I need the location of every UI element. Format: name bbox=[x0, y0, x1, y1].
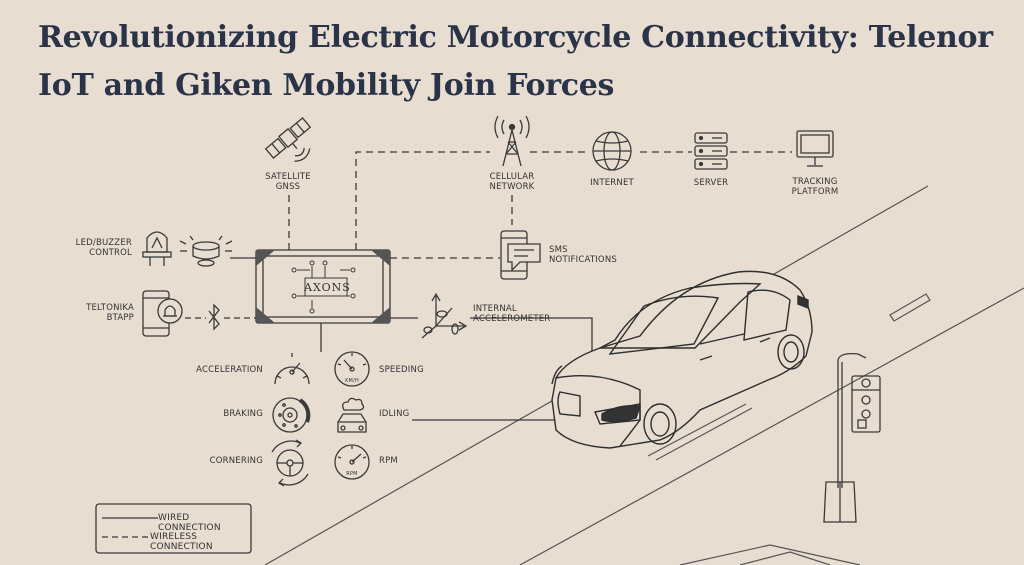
braking-label: BRAKING bbox=[223, 409, 263, 419]
bluetooth-icon bbox=[208, 303, 220, 331]
tracking-monitor-icon bbox=[796, 130, 834, 167]
legend-wired-label: WIRED CONNECTION bbox=[158, 513, 221, 533]
cellular-network-label: CELLULAR NETWORK bbox=[489, 172, 535, 192]
cornering-steering-icon bbox=[271, 439, 309, 487]
internet-globe-icon bbox=[592, 131, 632, 171]
sms-phone-icon bbox=[500, 230, 541, 280]
rpm-gauge-icon bbox=[334, 444, 370, 480]
rpm-label: RPM bbox=[379, 456, 398, 466]
braking-disc-icon bbox=[272, 397, 311, 433]
led-lamp-icon bbox=[142, 231, 172, 266]
led-buzzer-label: LED/BUZZER CONTROL bbox=[75, 238, 132, 258]
traffic-light-illustration bbox=[823, 352, 881, 523]
idling-car-icon bbox=[337, 397, 367, 433]
car-illustration bbox=[551, 270, 813, 449]
satellite-icon bbox=[264, 117, 312, 162]
server-label: SERVER bbox=[693, 178, 729, 188]
legend-wireless-label: WIRELESS CONNECTION bbox=[150, 532, 213, 552]
speeding-gauge-icon bbox=[334, 351, 370, 387]
speeding-label: SPEEDING bbox=[379, 365, 424, 375]
accelerometer-icon bbox=[421, 292, 468, 339]
cornering-label: CORNERING bbox=[209, 456, 263, 466]
idling-label: IDLING bbox=[379, 409, 410, 419]
legend bbox=[95, 503, 252, 554]
tracking-platform-label: TRACKING PLATFORM bbox=[791, 177, 839, 197]
rpm-gauge-unit: RPM bbox=[346, 471, 358, 477]
satellite-gnss-label: SATELLITE GNSS bbox=[265, 172, 311, 192]
page-title: Revolutionizing Electric Motorcycle Conn… bbox=[38, 20, 993, 103]
buzzer-icon bbox=[179, 235, 233, 267]
speeding-gauge-unit: KM/H bbox=[345, 378, 359, 384]
cellular-tower-icon bbox=[494, 115, 530, 167]
sms-notifications-label: SMS NOTIFICATIONS bbox=[549, 245, 617, 265]
acceleration-label: ACCELERATION bbox=[196, 365, 263, 375]
internet-label: INTERNET bbox=[590, 178, 634, 188]
acceleration-gauge-icon bbox=[274, 353, 310, 385]
internal-accelerometer-label: INTERNAL ACCELEROMETER bbox=[473, 304, 551, 324]
axons-brand-label: AXONS bbox=[304, 281, 351, 294]
server-icon bbox=[694, 132, 728, 170]
phone-app-icon bbox=[142, 290, 183, 337]
axons-tracker-device bbox=[255, 249, 391, 324]
teltonika-btapp-label: TELTONIKA BTAPP bbox=[86, 303, 134, 323]
